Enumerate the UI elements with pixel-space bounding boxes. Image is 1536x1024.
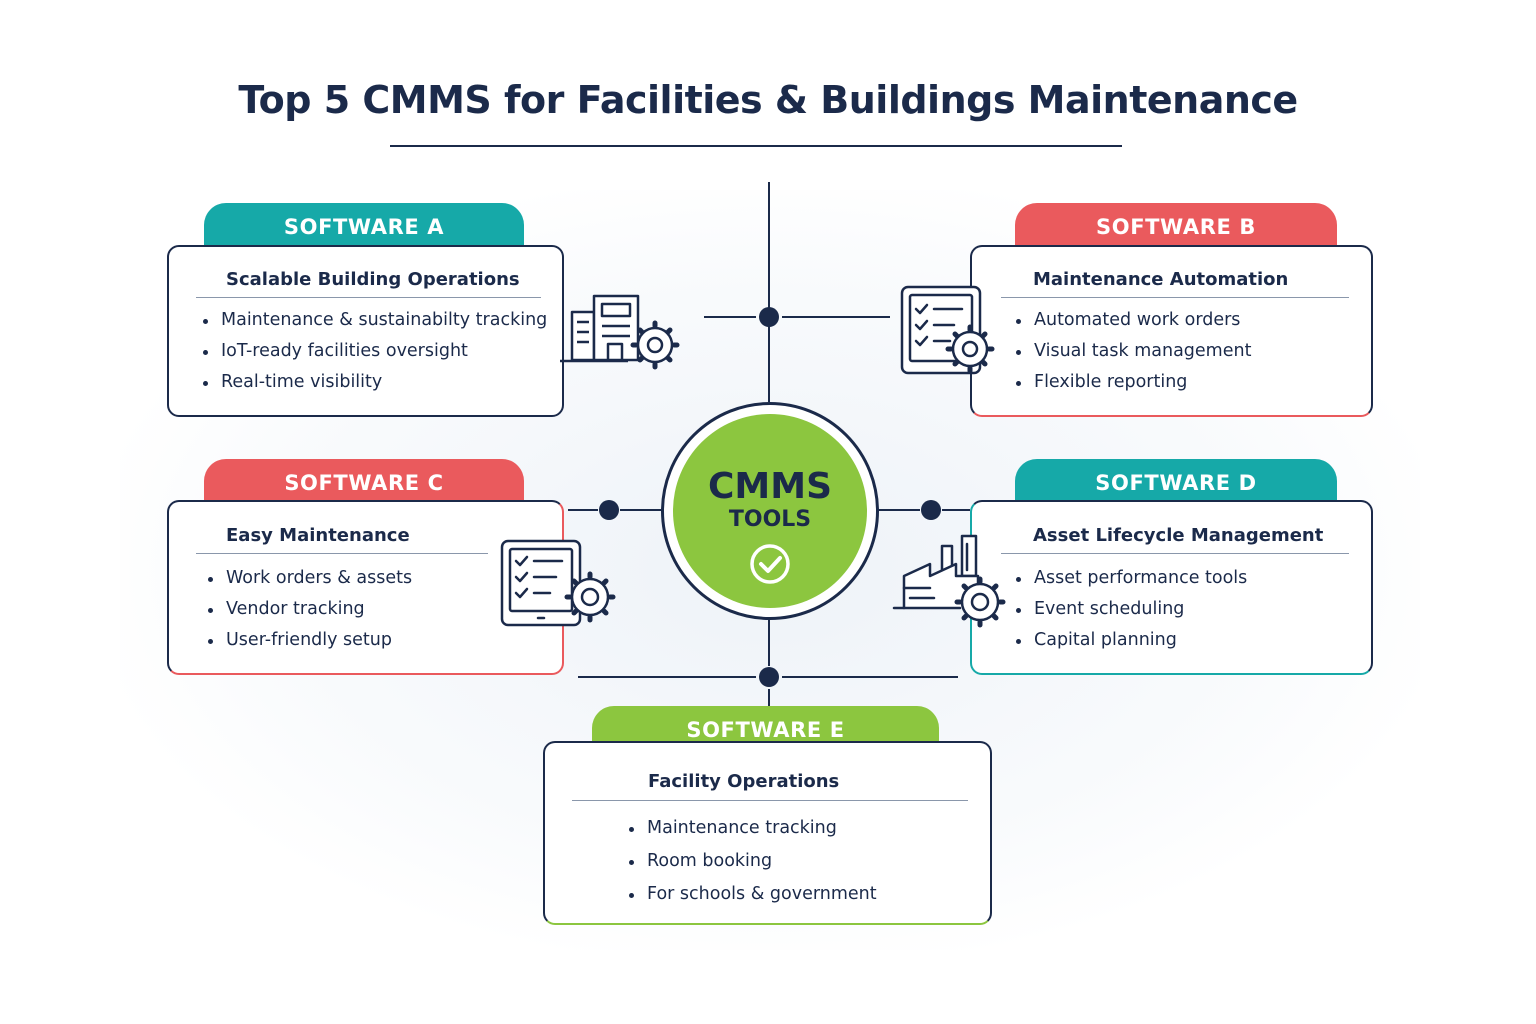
feature-item: Maintenance & sustainabilty tracking (201, 305, 547, 336)
software-a-divider (196, 297, 541, 298)
title-underline (390, 145, 1122, 147)
feature-item: Maintenance tracking (627, 812, 877, 845)
page-title: Top 5 CMMS for Facilities & Buildings Ma… (238, 78, 1298, 122)
feature-item: Automated work orders (1014, 305, 1251, 336)
feature-item: Visual task management (1014, 336, 1251, 367)
software-a-tab: SOFTWARE A (204, 203, 524, 251)
node-right (921, 500, 941, 520)
software-e-heading: Facility Operations (648, 771, 840, 792)
software-c-features: Work orders & assets Vendor tracking Use… (206, 563, 412, 656)
software-d-tab: SOFTWARE D (1015, 459, 1337, 507)
feature-item: Capital planning (1014, 625, 1247, 656)
feature-item: For schools & government (627, 878, 877, 911)
feature-item: Work orders & assets (206, 563, 412, 594)
feature-item: User-friendly setup (206, 625, 412, 656)
software-e-card: Facility Operations Maintenance tracking… (543, 741, 992, 925)
factory-gear-icon (892, 534, 1006, 628)
software-b-heading: Maintenance Automation (1033, 269, 1289, 290)
hub-circle (673, 414, 867, 608)
software-e-divider (572, 800, 968, 801)
software-c-divider (196, 553, 488, 554)
feature-item: Flexible reporting (1014, 367, 1251, 398)
software-b-tab: SOFTWARE B (1015, 203, 1337, 251)
software-c-card: Easy Maintenance Work orders & assets Ve… (167, 500, 564, 675)
hub-subtitle: TOOLS (728, 507, 812, 532)
node-left (599, 500, 619, 520)
feature-item: Event scheduling (1014, 594, 1247, 625)
software-a-card: Scalable Building Operations Maintenance… (167, 245, 564, 417)
check-circle-icon (750, 544, 790, 584)
software-d-features: Asset performance tools Event scheduling… (1014, 563, 1247, 656)
software-a-heading: Scalable Building Operations (226, 269, 520, 290)
software-b-features: Automated work orders Visual task manage… (1014, 305, 1251, 398)
feature-item: IoT-ready facilities oversight (201, 336, 547, 367)
software-c-tab: SOFTWARE C (204, 459, 524, 507)
software-d-heading: Asset Lifecycle Management (1033, 525, 1324, 546)
tablet-checklist-gear-icon (500, 539, 616, 627)
feature-item: Real-time visibility (201, 367, 547, 398)
software-c-heading: Easy Maintenance (226, 525, 410, 546)
feature-item: Vendor tracking (206, 594, 412, 625)
node-bottom (759, 667, 779, 687)
software-d-divider (1001, 553, 1349, 554)
software-b-card: Maintenance Automation Automated work or… (970, 245, 1373, 417)
feature-item: Asset performance tools (1014, 563, 1247, 594)
software-b-divider (1001, 297, 1349, 298)
software-d-card: Asset Lifecycle Management Asset perform… (970, 500, 1373, 675)
building-gear-icon (560, 294, 680, 370)
hub-title: CMMS (708, 466, 832, 507)
software-a-features: Maintenance & sustainabilty tracking IoT… (201, 305, 547, 398)
checklist-gear-icon (900, 285, 995, 375)
node-top (759, 307, 779, 327)
software-e-features: Maintenance tracking Room booking For sc… (627, 812, 877, 911)
feature-item: Room booking (627, 845, 877, 878)
